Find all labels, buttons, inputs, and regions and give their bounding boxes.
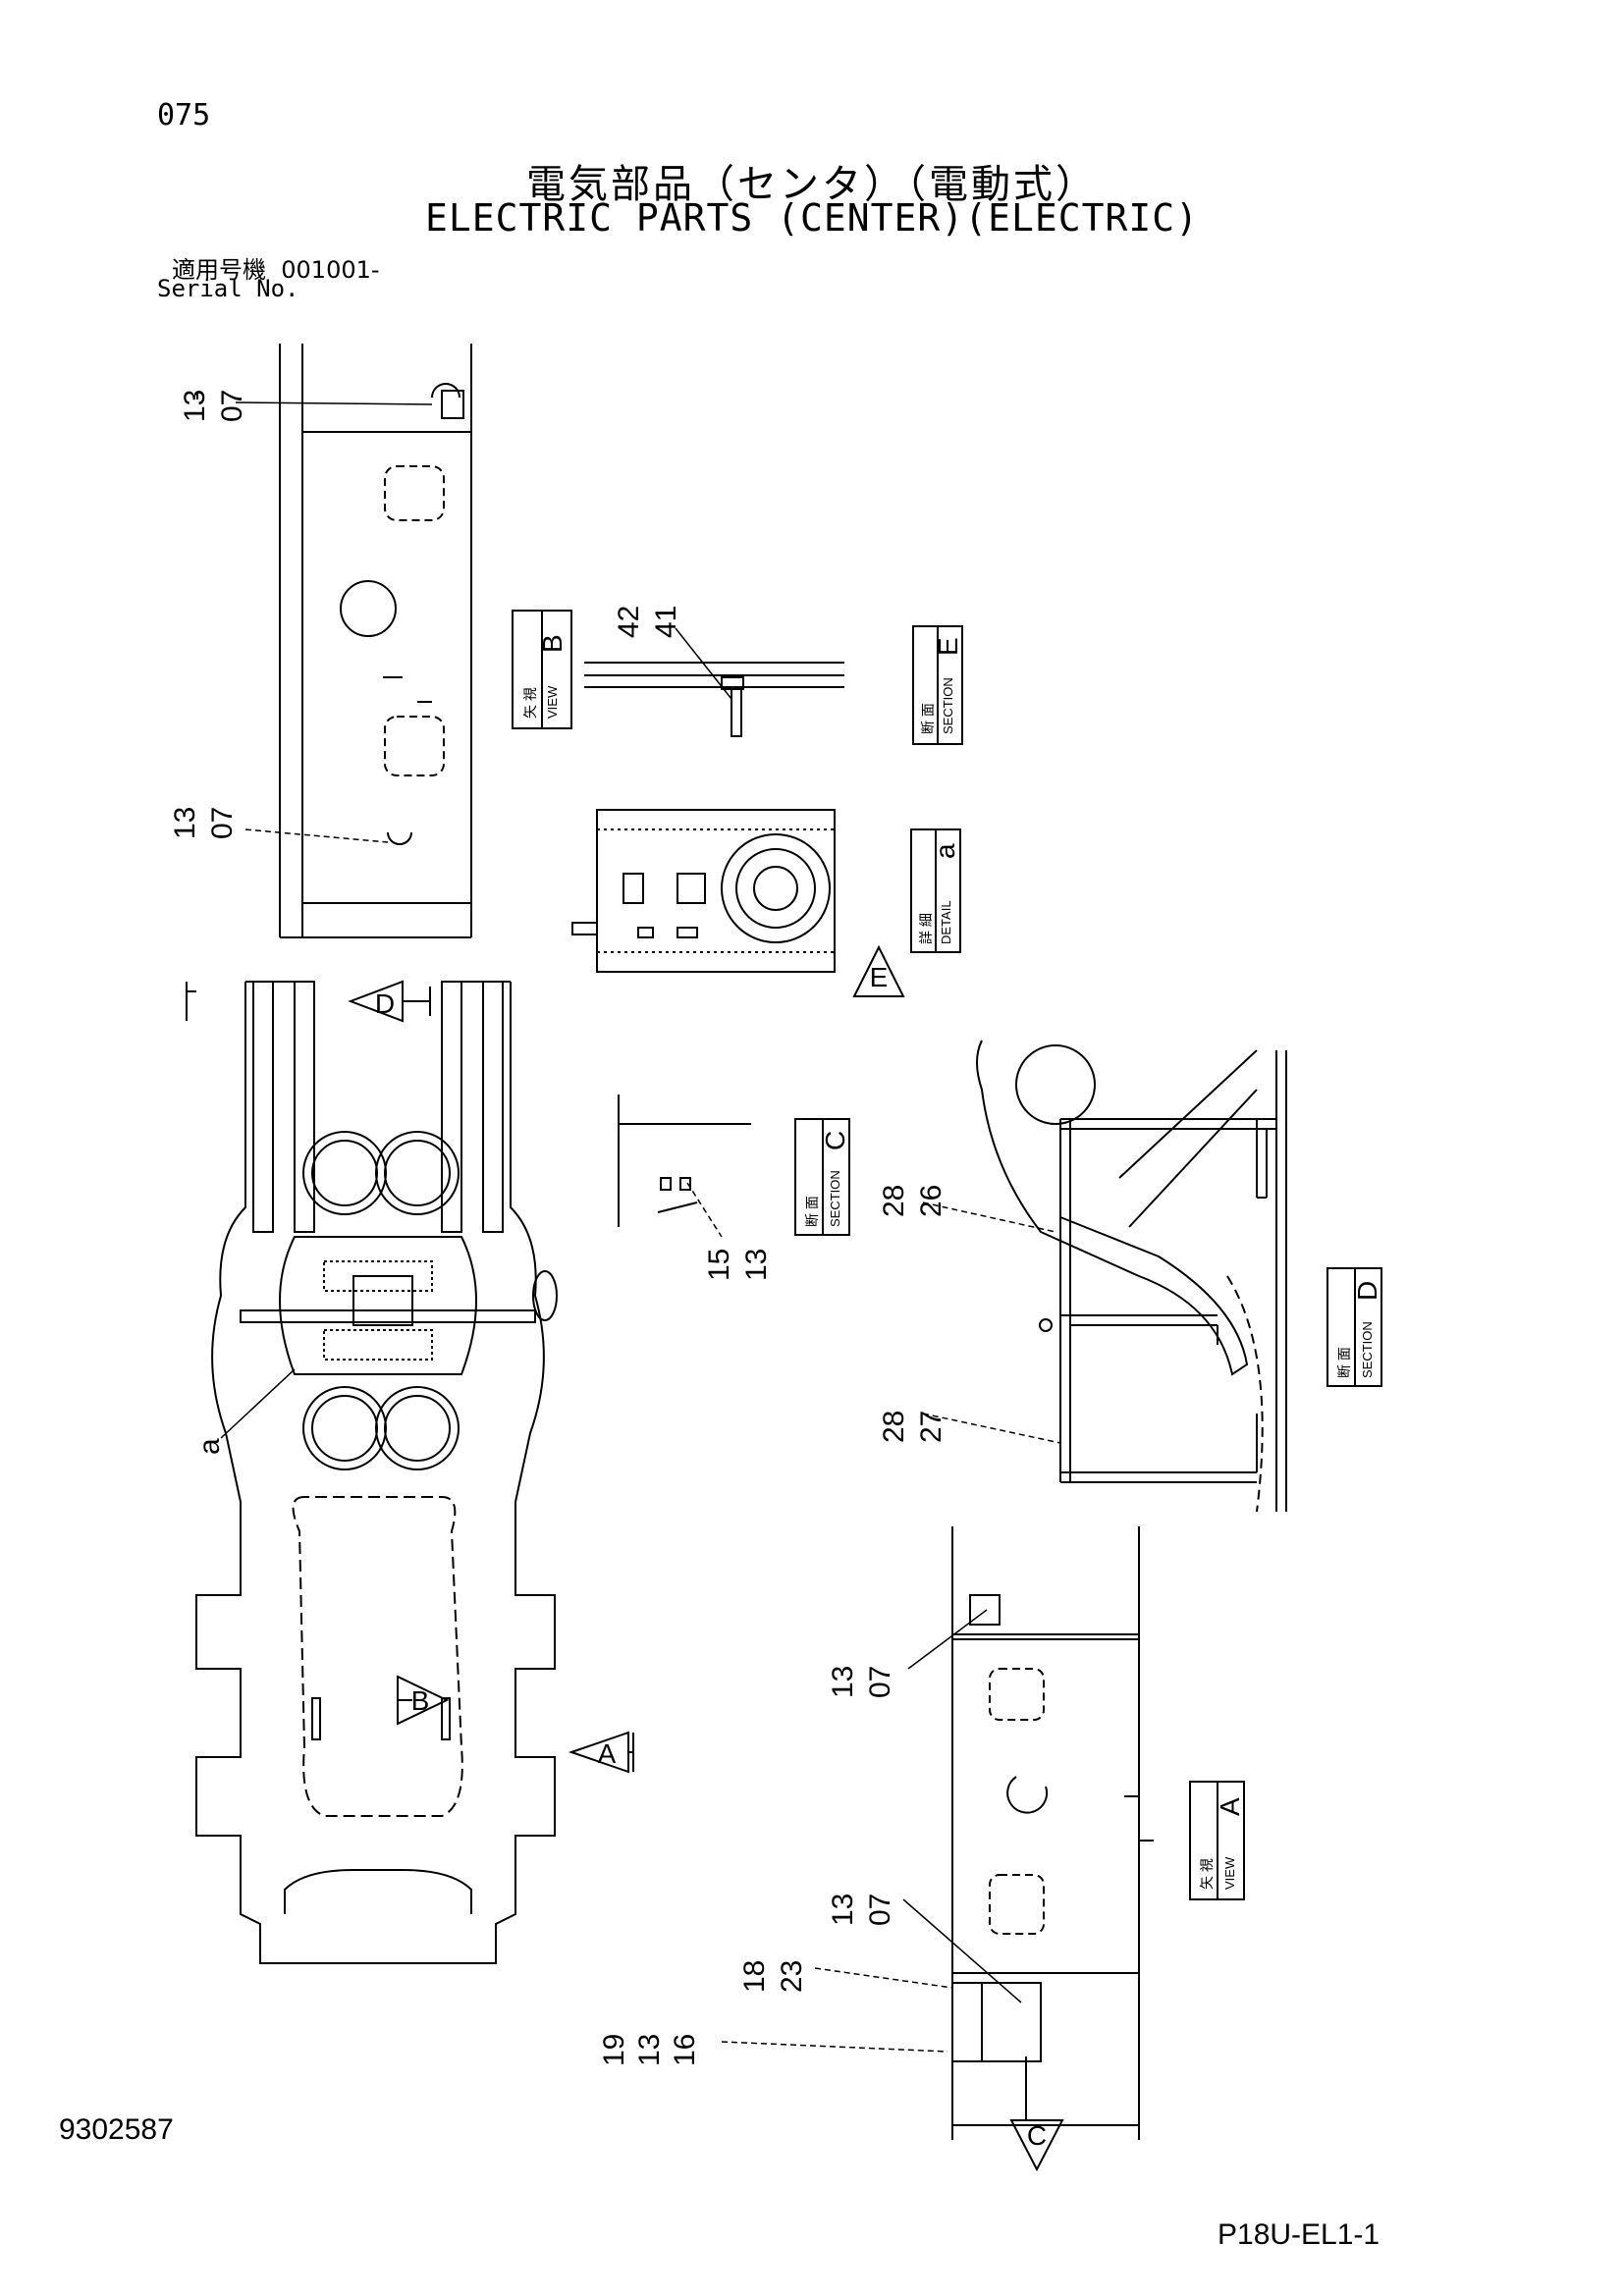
serial-label: 適用号機 001001- [172, 250, 380, 285]
section-d-english: SECTION [1360, 1321, 1375, 1378]
svg-text:-: - [181, 392, 210, 400]
callout-9-top: 18 [738, 1960, 771, 1993]
callout-2-bottom: 07 [206, 807, 239, 839]
callout-7-top: 13 [827, 1666, 859, 1698]
section-c-letter: C [820, 1131, 850, 1150]
view-b-panel-drawing [279, 344, 472, 938]
page-number: 075 [157, 98, 211, 133]
callout-5-top: 28 [878, 1185, 910, 1217]
label-box-outlines [512, 610, 1382, 1900]
arrow-a-label: A [598, 1738, 617, 1769]
arrow-c-label: C [1027, 2120, 1047, 2151]
callout-7-bottom: 07 [864, 1666, 896, 1698]
callout-1-top: 13 [179, 390, 211, 422]
view-a-japanese: 矢 視 [1199, 1858, 1215, 1890]
page-code: P18U-EL1-1 [1218, 2218, 1380, 2251]
section-e-drawing [584, 662, 844, 737]
callout-4-bottom: 13 [740, 1249, 773, 1281]
section-e-letter: E [933, 637, 963, 656]
serial-label-english: Serial No. [157, 275, 299, 302]
view-a-drawing [951, 1526, 1154, 2140]
page-title-english: ELECTRIC PARTS (CENTER)(ELECTRIC) [425, 196, 1199, 240]
detail-a-english: DETAIL [939, 900, 953, 944]
view-a-english: VIEW [1222, 1856, 1237, 1890]
callout-10-first: 19 [598, 2034, 630, 2066]
section-e-english: SECTION [941, 677, 955, 734]
section-d-letter: D [1352, 1281, 1382, 1301]
main-frame-plan-view [186, 981, 558, 1964]
section-c-drawing [618, 1095, 751, 1227]
serial-label-japanese: 適用号機 [172, 256, 266, 284]
section-d-drawing [976, 1040, 1287, 1513]
callout-10-second: 13 [633, 2034, 666, 2066]
arrow-b-label: B [411, 1685, 430, 1716]
callout-3-bottom: 41 [650, 606, 682, 638]
callout-5-bottom: 26 [915, 1185, 947, 1217]
callout-6-top: 28 [878, 1411, 910, 1443]
callout-10-third: 16 [669, 2034, 701, 2066]
section-c-japanese: 断 面 [804, 1196, 820, 1227]
arrow-d-label: D [375, 988, 395, 1019]
section-c-english: SECTION [828, 1170, 842, 1227]
callout-9-bottom: 23 [776, 1960, 808, 1993]
page-title-japanese: 電気部品（センタ）（電動式） [526, 162, 1098, 207]
view-b-japanese: 矢 視 [522, 687, 538, 719]
detail-reference-a: a [193, 1438, 226, 1455]
callout-3-top: 42 [613, 606, 645, 638]
callout-1-bottom: 07 [216, 390, 248, 422]
detail-a-japanese: 詳 細 [918, 913, 934, 944]
callout-6-bottom: 27 [915, 1411, 947, 1443]
view-a-letter: A [1215, 1797, 1245, 1816]
arrow-e-label: E [870, 962, 889, 992]
view-b-english: VIEW [545, 685, 560, 719]
leader-lines [220, 401, 1061, 2053]
document-number: 9302587 [59, 2113, 174, 2146]
callout-8-bottom: 07 [864, 1894, 896, 1926]
detail-a-letter: a [930, 843, 960, 859]
serial-value: 001001- [281, 256, 380, 284]
view-arrows [348, 944, 1064, 2172]
callout-4-top: 15 [703, 1249, 735, 1281]
callout-2-top: 13 [169, 807, 201, 839]
detail-a-drawing [571, 809, 836, 973]
callout-8-top: 13 [827, 1894, 859, 1926]
section-d-japanese: 断 面 [1336, 1347, 1352, 1378]
view-b-letter: B [537, 634, 568, 653]
section-e-japanese: 断 面 [920, 703, 936, 734]
